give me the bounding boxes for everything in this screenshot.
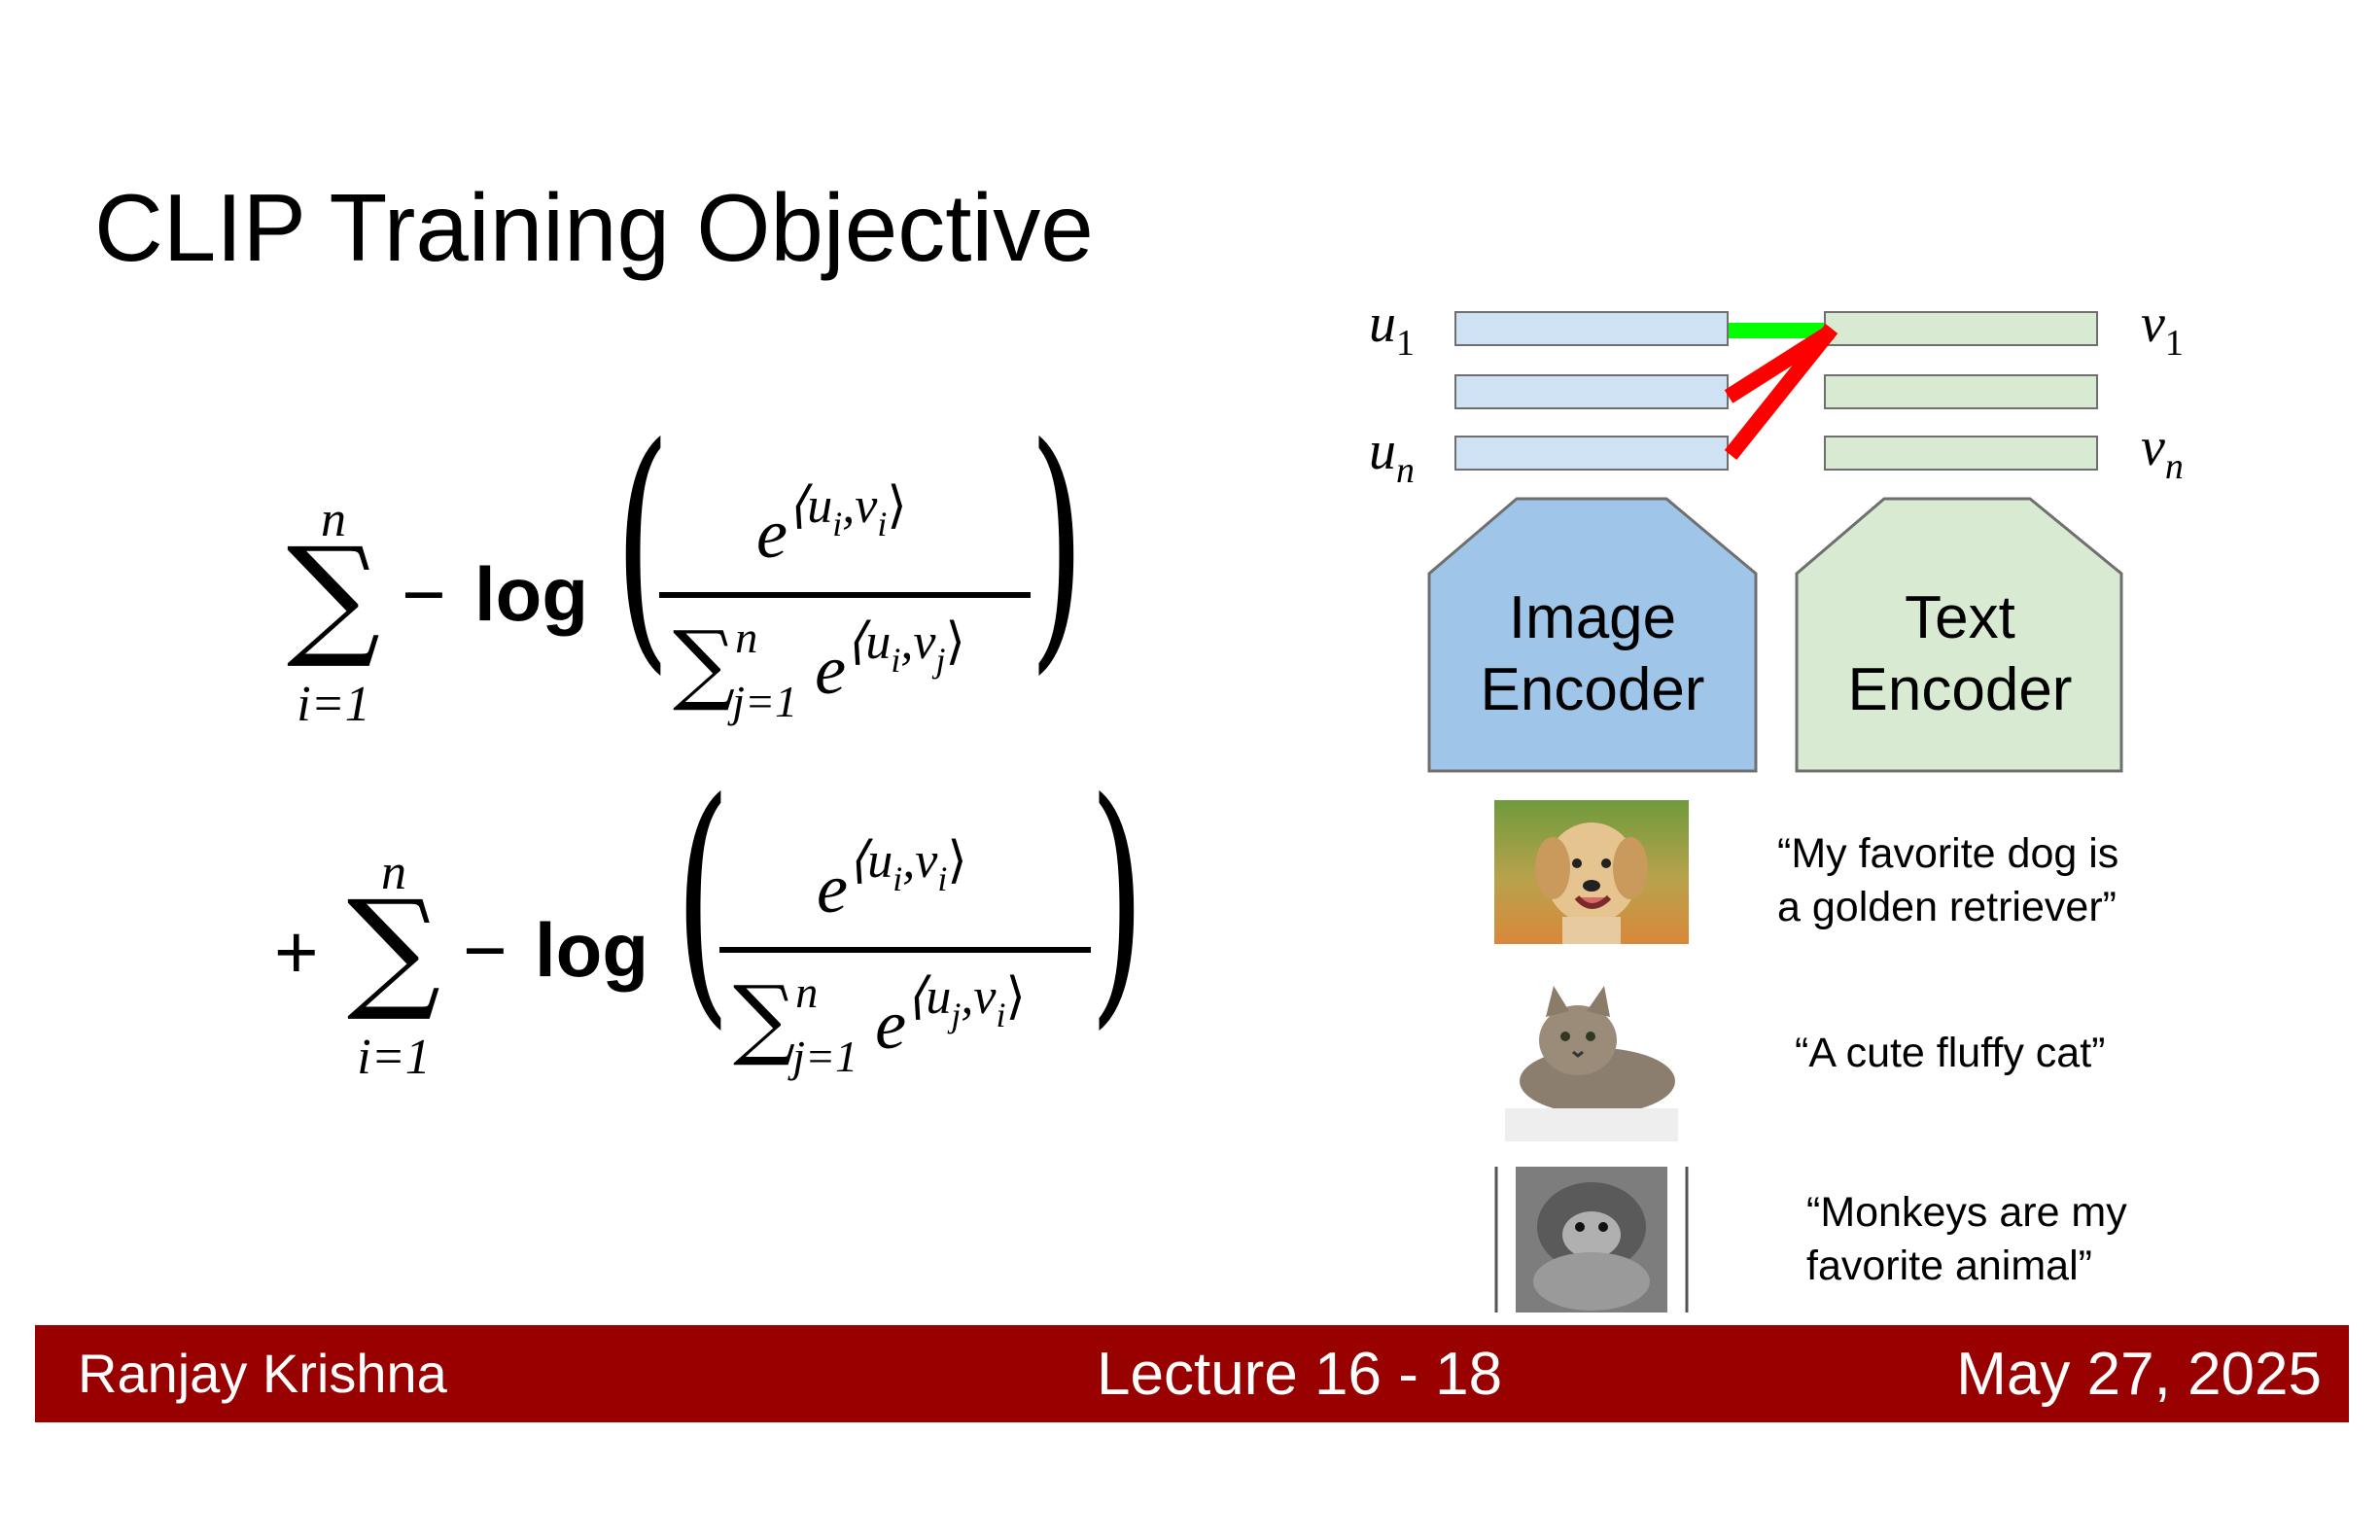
caption-cat: “A cute fluffy cat” <box>1795 1030 2106 1076</box>
denominator-2: ∑nj=1 e⟨uj,vi⟩ <box>733 967 1026 1081</box>
minus-sign: − <box>463 907 508 993</box>
footer-date: May 27, 2025 <box>1956 1341 2322 1408</box>
image-encoder-label: Image Encoder <box>1480 584 1705 723</box>
plus-sign: + <box>274 909 319 995</box>
fraction-bar <box>659 592 1031 598</box>
text-embedding-bar-2 <box>1824 374 2098 409</box>
text-embedding-bar-n <box>1824 436 2098 471</box>
label-vn: vn <box>2141 417 2184 487</box>
log-function: log <box>474 551 588 637</box>
monkey-icon <box>1494 1167 1689 1312</box>
image-embedding-bar-1 <box>1454 311 1729 346</box>
image-encoder-shape <box>1427 497 1758 773</box>
denominator-1: ∑nj=1 e⟨ui,vj⟩ <box>673 612 965 726</box>
label-u1: u1 <box>1369 294 1415 364</box>
right-paren: ) <box>1029 391 1085 697</box>
caption-dog: “My favorite dog is a golden retriever” <box>1777 830 2119 930</box>
monkey-image <box>1494 1167 1689 1312</box>
summation-2: n ∑ i=1 <box>321 844 467 1087</box>
caption-monkey: “Monkeys are my favorite animal” <box>1806 1189 2127 1289</box>
text-encoder-label: Text Encoder <box>1847 584 2073 723</box>
label-un: un <box>1369 421 1415 491</box>
cat-icon <box>1505 986 1678 1141</box>
left-paren: ( <box>614 391 671 697</box>
dog-image <box>1494 800 1689 944</box>
sum-upper-limit: n <box>321 492 346 547</box>
text-encoder-shape <box>1795 497 2123 773</box>
sum-lower-limit: i=1 <box>297 677 370 732</box>
dog-icon <box>1535 822 1648 944</box>
image-embedding-bar-2 <box>1454 374 1729 409</box>
log-function: log <box>535 907 648 993</box>
summation-1: n ∑ i=1 <box>261 491 406 734</box>
sigma-symbol: ∑ <box>286 519 381 672</box>
sigma-symbol: ∑ <box>346 872 441 1025</box>
cat-image <box>1505 972 1678 1141</box>
numerator-1: e⟨ui,vi⟩ <box>756 478 907 573</box>
negative-pair-link-n <box>1724 324 1838 460</box>
left-paren: ( <box>675 746 731 1052</box>
footer-lecture: Lecture 16 - 18 <box>1097 1341 1503 1408</box>
label-v1: v1 <box>2141 294 2184 364</box>
numerator-2: e⟨ui,vi⟩ <box>817 833 967 928</box>
sum-upper-limit: n <box>381 845 406 900</box>
fraction-bar <box>719 947 1091 953</box>
footer-author: Ranjay Krishna <box>78 1343 447 1404</box>
image-embedding-bar-n <box>1454 436 1729 471</box>
sum-lower-limit: i=1 <box>357 1030 431 1085</box>
right-paren: ) <box>1089 746 1145 1052</box>
minus-sign: − <box>402 551 446 637</box>
text-embedding-bar-1 <box>1824 311 2098 346</box>
footer-bar: Ranjay Krishna Lecture 16 - 18 May 27, 2… <box>35 1325 2349 1422</box>
slide-title: CLIP Training Objective <box>94 174 1094 281</box>
